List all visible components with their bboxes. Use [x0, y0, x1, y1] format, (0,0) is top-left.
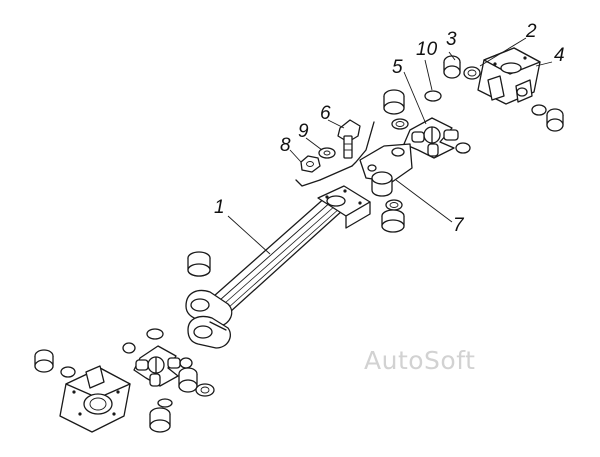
seal-ring-mid — [385, 199, 403, 211]
callout-1: 1 — [214, 197, 225, 218]
callout-3: 3 — [446, 29, 457, 50]
bearing-cap-right — [546, 108, 564, 132]
watermark: AutoSoft — [364, 346, 476, 375]
snap-ring-lower-right — [179, 357, 193, 369]
snap-ring-upper-top — [424, 90, 442, 102]
callout-2: 2 — [526, 21, 537, 42]
snap-ring-upper-right — [455, 142, 471, 154]
bracket-7 — [359, 143, 413, 197]
seal-right — [531, 104, 547, 116]
bearing-cap-lower-left — [34, 349, 54, 373]
bolt-6 — [337, 119, 361, 159]
universal-joint-cross-upper — [403, 117, 459, 159]
snap-ring-lower-top — [146, 328, 164, 340]
callout-8: 8 — [280, 135, 291, 156]
callout-4: 4 — [554, 45, 565, 66]
nut-8 — [300, 155, 321, 173]
bearing-cap-mid — [381, 209, 405, 233]
washer-9 — [318, 147, 336, 159]
callout-10: 10 — [416, 39, 438, 60]
bearing-cap-lower-mid — [178, 367, 198, 393]
seal-ring-upper — [391, 118, 409, 130]
callout-9: 9 — [298, 121, 309, 142]
bearing-cap-top — [383, 89, 405, 115]
group-brace — [295, 121, 375, 187]
yoke-flange-4 — [477, 47, 541, 105]
bearing-cap-lower-bottom — [149, 407, 171, 433]
shaft-tube — [213, 195, 344, 313]
callout-7: 7 — [453, 215, 464, 236]
leader-lines — [227, 37, 553, 255]
callout-5: 5 — [392, 57, 403, 78]
seal-lower-mid — [195, 383, 215, 397]
bearing-cap-3 — [443, 55, 461, 79]
seal-lower-left — [60, 366, 76, 378]
bearing-cap-upper-left — [187, 251, 211, 277]
snap-ring-lower-left — [122, 342, 136, 354]
snap-ring-lower-bottom — [157, 398, 173, 408]
lower-yoke-flange — [59, 365, 131, 433]
lower-yoke-on-tube — [185, 289, 233, 349]
tube-flange — [317, 185, 371, 229]
seal-2 — [463, 66, 481, 80]
lower-cross — [133, 345, 181, 387]
callout-6: 6 — [320, 103, 331, 124]
